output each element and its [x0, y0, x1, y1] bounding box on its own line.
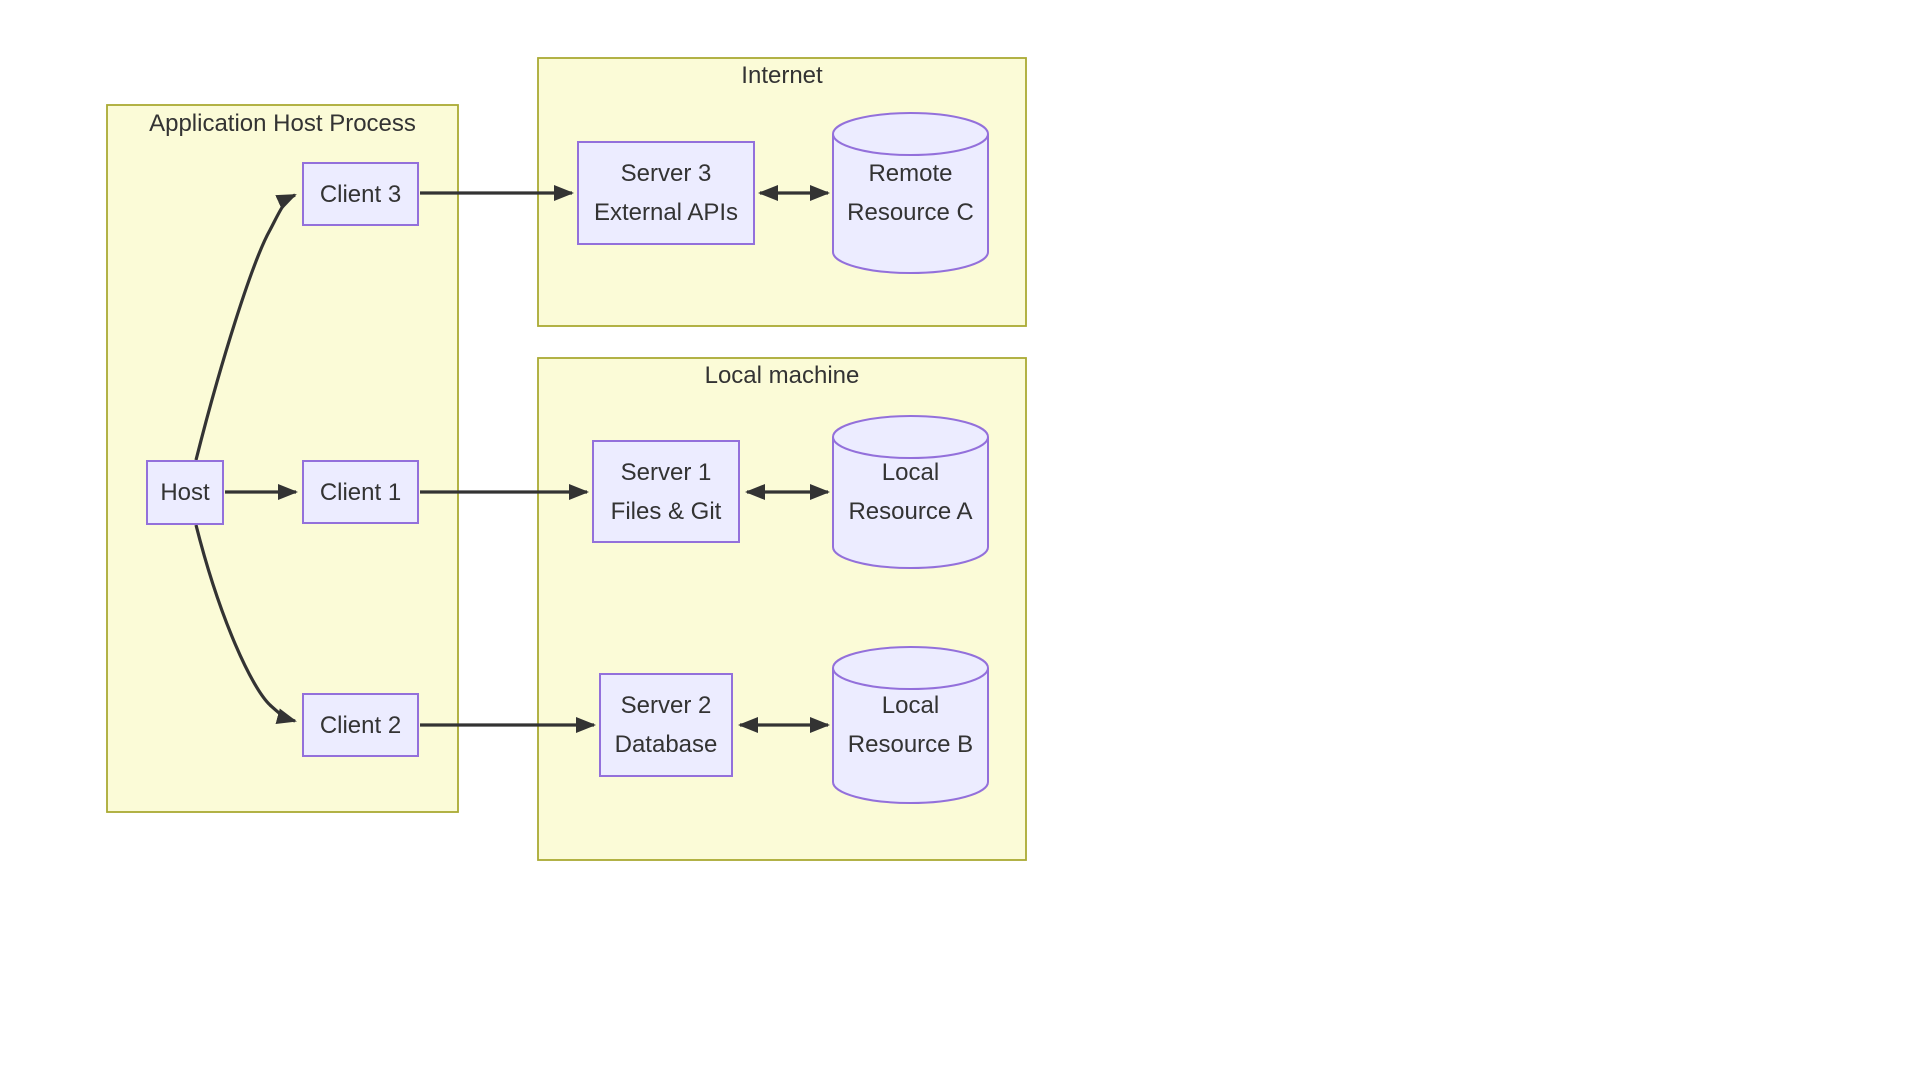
node-host: [146, 460, 224, 525]
node-label-server2: Server 2 Database: [614, 692, 718, 758]
cylinder-shape: [832, 415, 989, 569]
node-label-resourceA: Local Resource A: [848, 459, 973, 525]
node-label-client2: Client 2: [319, 711, 402, 739]
node-resourceA: [832, 415, 989, 569]
node-label-server1: Server 1 Files & Git: [610, 458, 722, 525]
node-server3: [577, 141, 755, 245]
node-label-host: Host: [160, 479, 210, 506]
cylinder-top-arc: [832, 436, 989, 459]
node-server2: [599, 673, 733, 777]
cylinder-top-arc: [832, 133, 989, 156]
node-client2: [302, 693, 419, 757]
cluster-title-internet: Internet: [741, 62, 823, 89]
node-client3: [302, 162, 419, 226]
node-resourceB: [832, 646, 989, 804]
node-label-client3: Client 3: [319, 180, 402, 208]
edge-host-to-client3: [194, 193, 297, 461]
cluster-title-application-host-process: Application Host Process: [149, 110, 416, 137]
node-label-resourceC: Remote Resource C: [847, 160, 974, 226]
cylinder-top-arc: [832, 667, 989, 690]
edge-host-to-client2: [194, 524, 297, 724]
cluster-title-local-machine: Local machine: [704, 362, 860, 389]
node-server1: [592, 440, 740, 543]
node-label-server3: Server 3 External APIs: [593, 160, 739, 226]
node-label-resourceB: Local Resource B: [847, 692, 974, 758]
node-resourceC: [832, 112, 989, 274]
node-label-client1: Client 1: [319, 478, 402, 506]
node-client1: [302, 460, 419, 524]
